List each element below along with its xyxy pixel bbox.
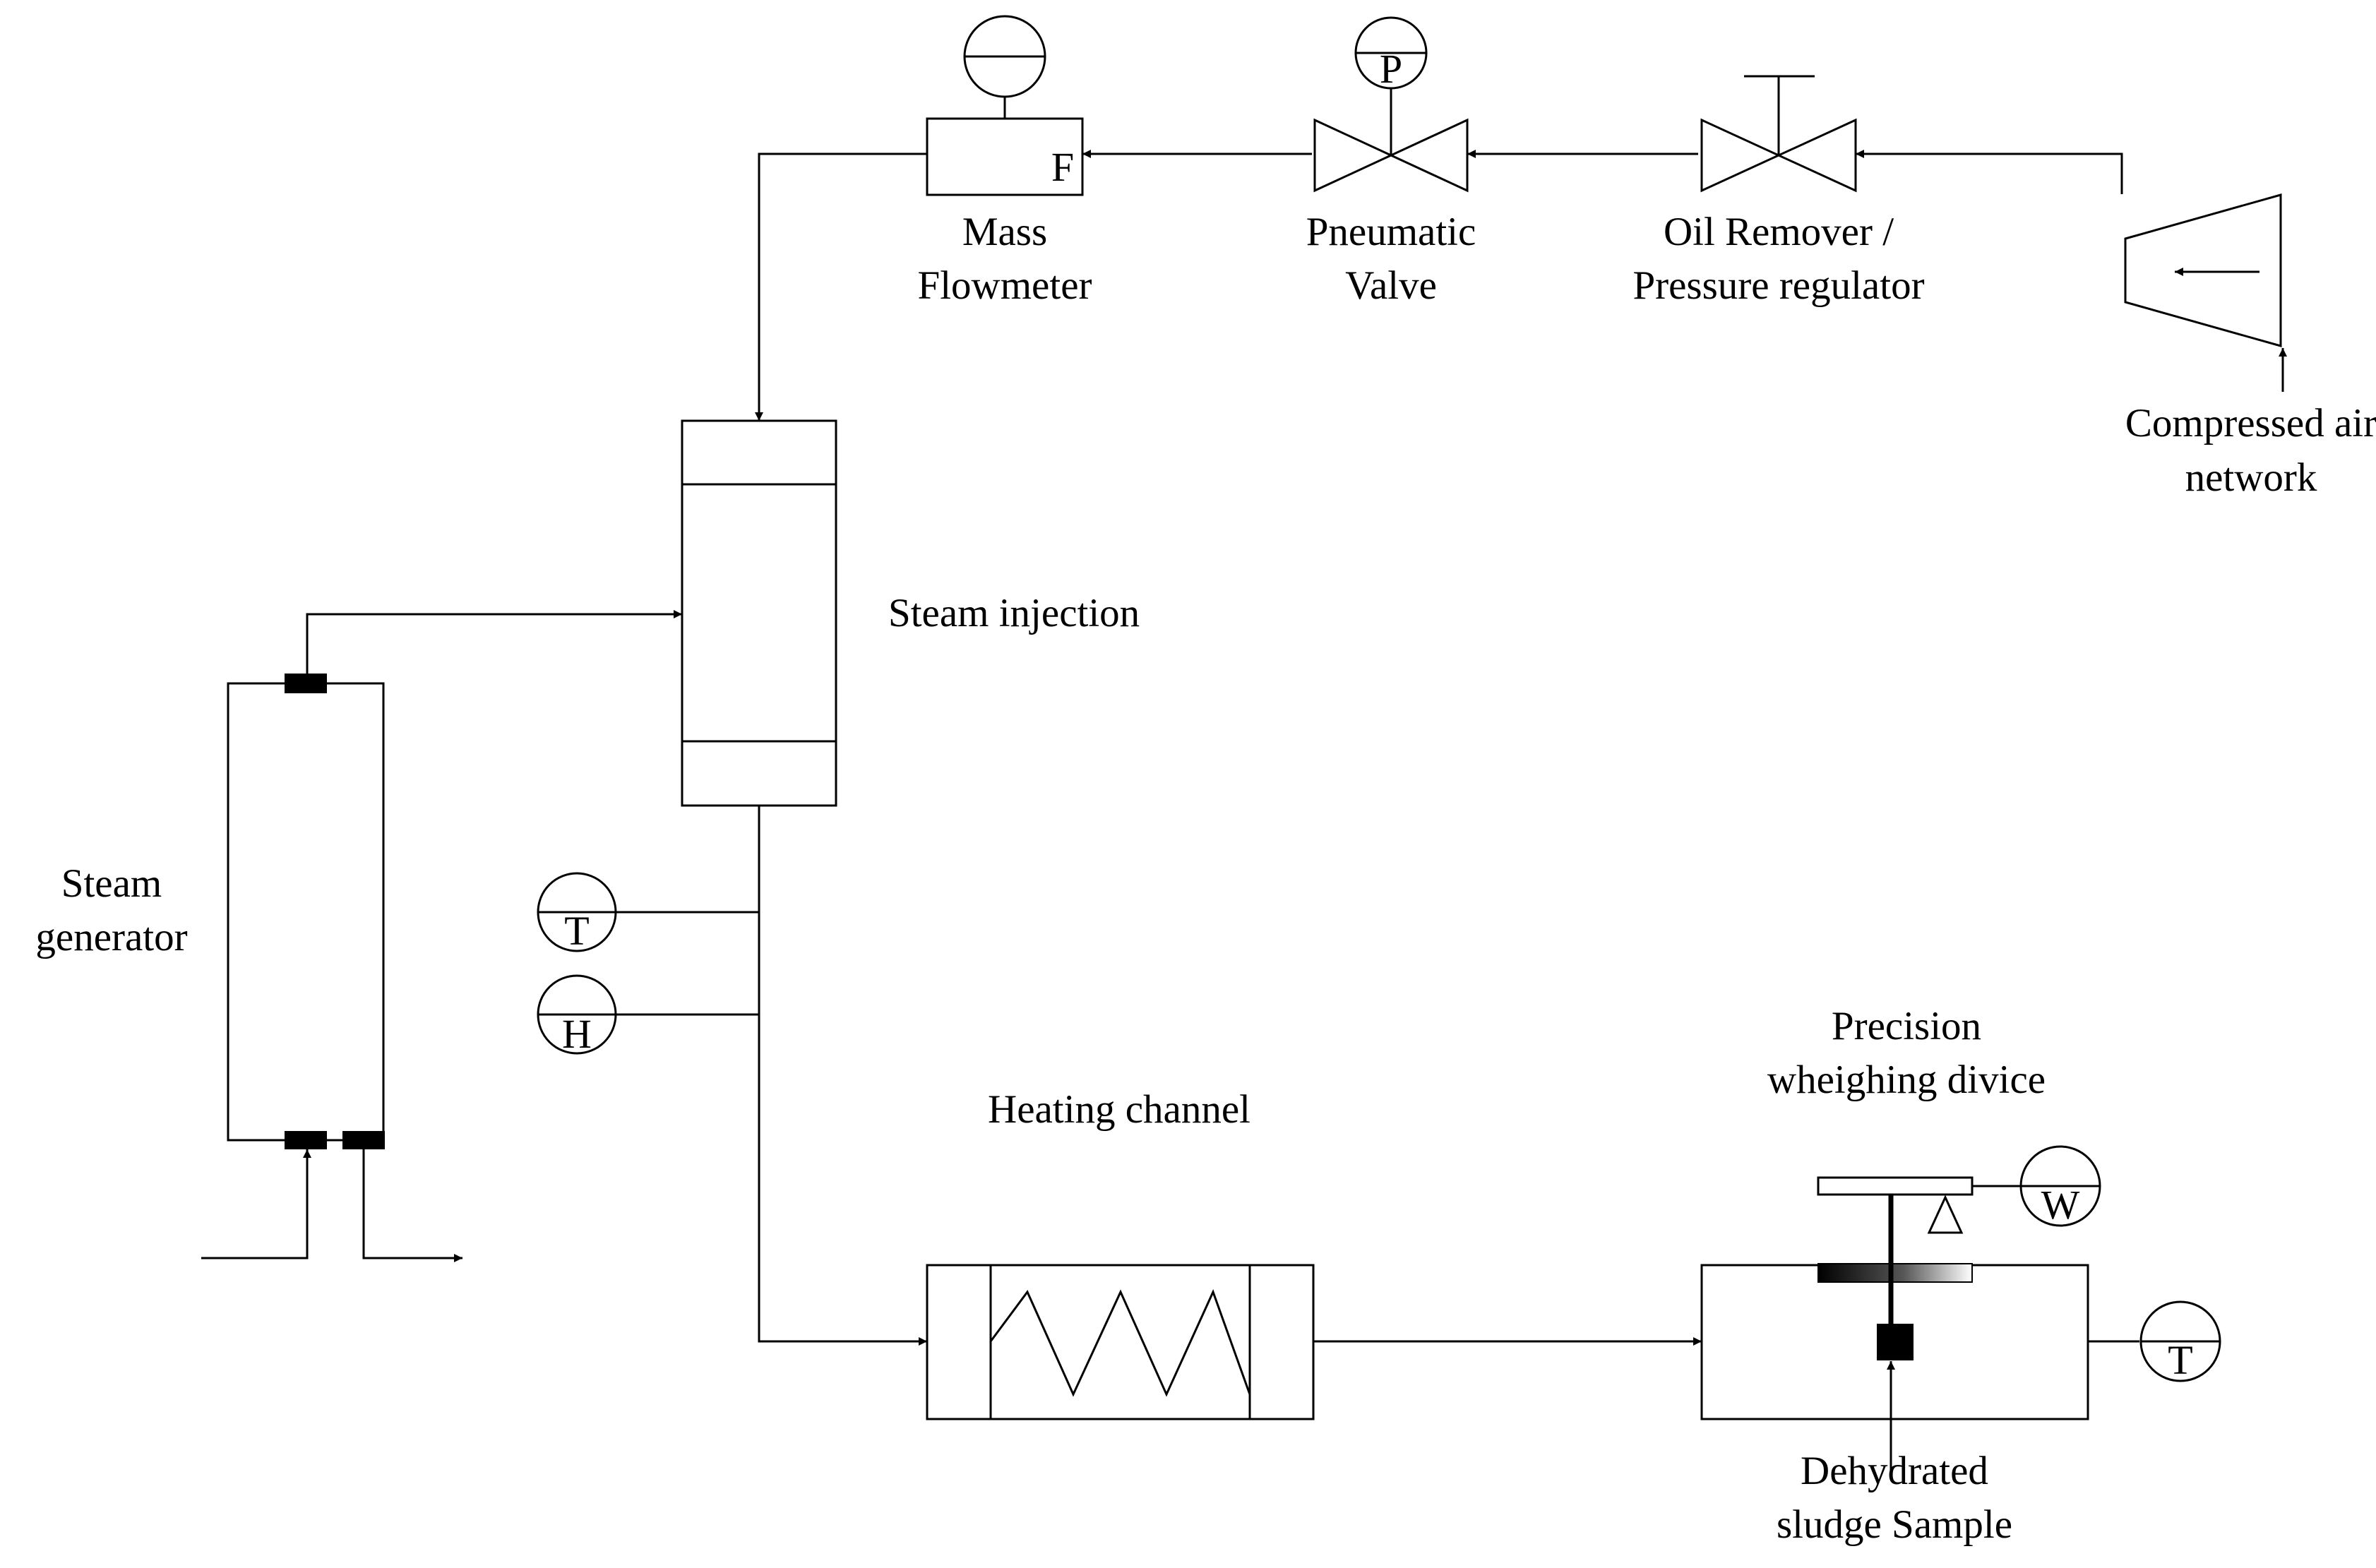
balance-fulcrum-icon xyxy=(1927,1195,1964,1234)
precision-weighing-label-2: wheighing divice xyxy=(1767,1058,2046,1102)
humidity-sensor: H xyxy=(537,974,617,1057)
steam-generator-label-1: Steam xyxy=(61,861,162,906)
pneumatic-valve-label-2: Valve xyxy=(1345,263,1437,308)
pneumatic-valve: P xyxy=(1313,16,1469,193)
compressor-symbol xyxy=(2124,193,2287,392)
heating-channel-label: Heating channel xyxy=(988,1087,1250,1132)
regulator-handle xyxy=(1744,75,1815,155)
flowmeter-letter: F xyxy=(1051,144,1074,190)
oil-remover-regulator xyxy=(1700,75,1857,193)
heating-coil-icon xyxy=(989,1289,1251,1397)
generator-body xyxy=(227,682,385,1142)
generator-drain-port xyxy=(342,1131,385,1149)
water-inlet-line xyxy=(201,1149,311,1259)
chamber-lid-bar xyxy=(1817,1263,1973,1283)
flowmeter-to-injection-line xyxy=(755,152,927,421)
generator-inlet-port xyxy=(285,1131,327,1149)
steam-injection-label: Steam injection xyxy=(888,591,1140,635)
dehydrated-sludge-label-2: sludge Sample xyxy=(1777,1502,2012,1547)
weighing-chamber: W T xyxy=(1700,1145,2221,1476)
precision-weighing-label-1: Precision xyxy=(1832,1004,1981,1048)
steam-injection-column xyxy=(681,419,837,807)
compressed-air-label-1: Compressed air xyxy=(2125,401,2376,445)
injection-column-dividers xyxy=(682,483,836,743)
compressor-body xyxy=(2124,193,2282,347)
oil-remover-label-2: Pressure regulator xyxy=(1632,263,1924,308)
heating-channel xyxy=(926,1264,1702,1420)
sample-holder xyxy=(1877,1324,1914,1360)
air-supply-lines xyxy=(755,150,2123,421)
steam-generator xyxy=(201,610,682,1262)
temperature-letter: T xyxy=(564,908,589,954)
chamber-temperature-letter: T xyxy=(2168,1337,2192,1383)
oil-remover-label-1: Oil Remover / xyxy=(1664,210,1894,254)
drain-outlet-line xyxy=(362,1149,462,1262)
flowmeter-body xyxy=(926,117,1084,196)
generator-to-injection-line xyxy=(306,610,682,674)
injection-to-heater-line xyxy=(758,806,927,1346)
steam-generator-label-2: generator xyxy=(35,915,187,959)
compressor-to-regulator-line xyxy=(1856,150,2123,194)
injection-outlet-line xyxy=(614,806,927,1346)
temperature-sensor: T xyxy=(537,872,617,954)
weight-letter: W xyxy=(2041,1182,2080,1228)
compressed-air-label-2: network xyxy=(2185,455,2317,500)
balance-plate xyxy=(1817,1176,1974,1196)
mass-flowmeter-label-2: Flowmeter xyxy=(918,263,1092,308)
mass-flowmeter: F xyxy=(926,15,1084,196)
generator-outlet-port xyxy=(285,674,327,693)
pneumatic-valve-label-1: Pneumatic xyxy=(1306,210,1476,254)
mass-flowmeter-label-1: Mass xyxy=(962,210,1047,254)
injection-column-body xyxy=(681,419,837,807)
heating-channel-body xyxy=(926,1264,1315,1420)
dehydrated-sludge-label-1: Dehydrated xyxy=(1801,1449,1988,1493)
pneumatic-letter: P xyxy=(1380,46,1402,92)
component-labels: Mass Flowmeter Pneumatic Valve Oil Remov… xyxy=(35,210,2376,1547)
humidity-letter: H xyxy=(562,1011,592,1057)
